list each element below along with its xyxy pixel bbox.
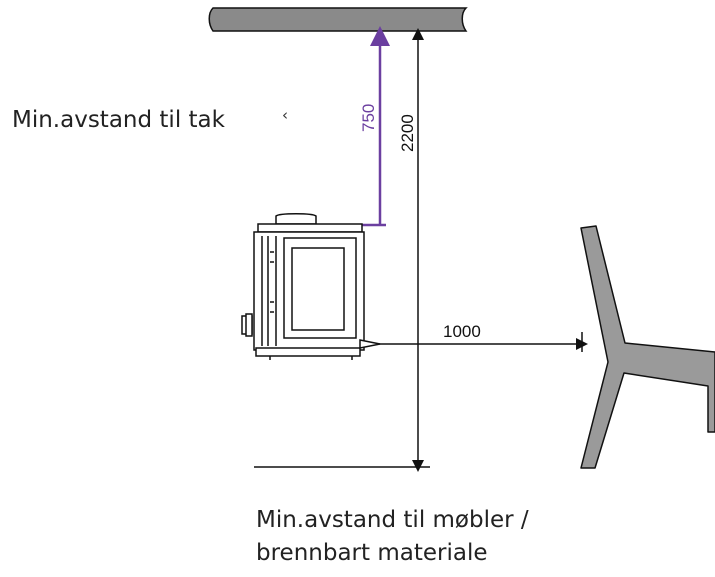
furniture-distance-value: 1000	[443, 322, 481, 341]
chair-icon	[580, 225, 715, 469]
ceiling-beam	[208, 7, 468, 32]
furniture-clearance-caption: Min.avstand til møbler / brennbart mater…	[256, 504, 529, 570]
stove-icon	[241, 213, 381, 360]
ceiling-caption-mark: ‹	[282, 106, 288, 124]
ceiling-distance-value: 750	[359, 104, 378, 132]
furniture-caption-line-2: brennbart materiale	[256, 540, 488, 566]
total-height-value: 2200	[398, 114, 417, 152]
furniture-caption-line-1: Min.avstand til møbler /	[256, 507, 529, 533]
ceiling-clearance-caption: Min.avstand til tak	[12, 107, 225, 133]
